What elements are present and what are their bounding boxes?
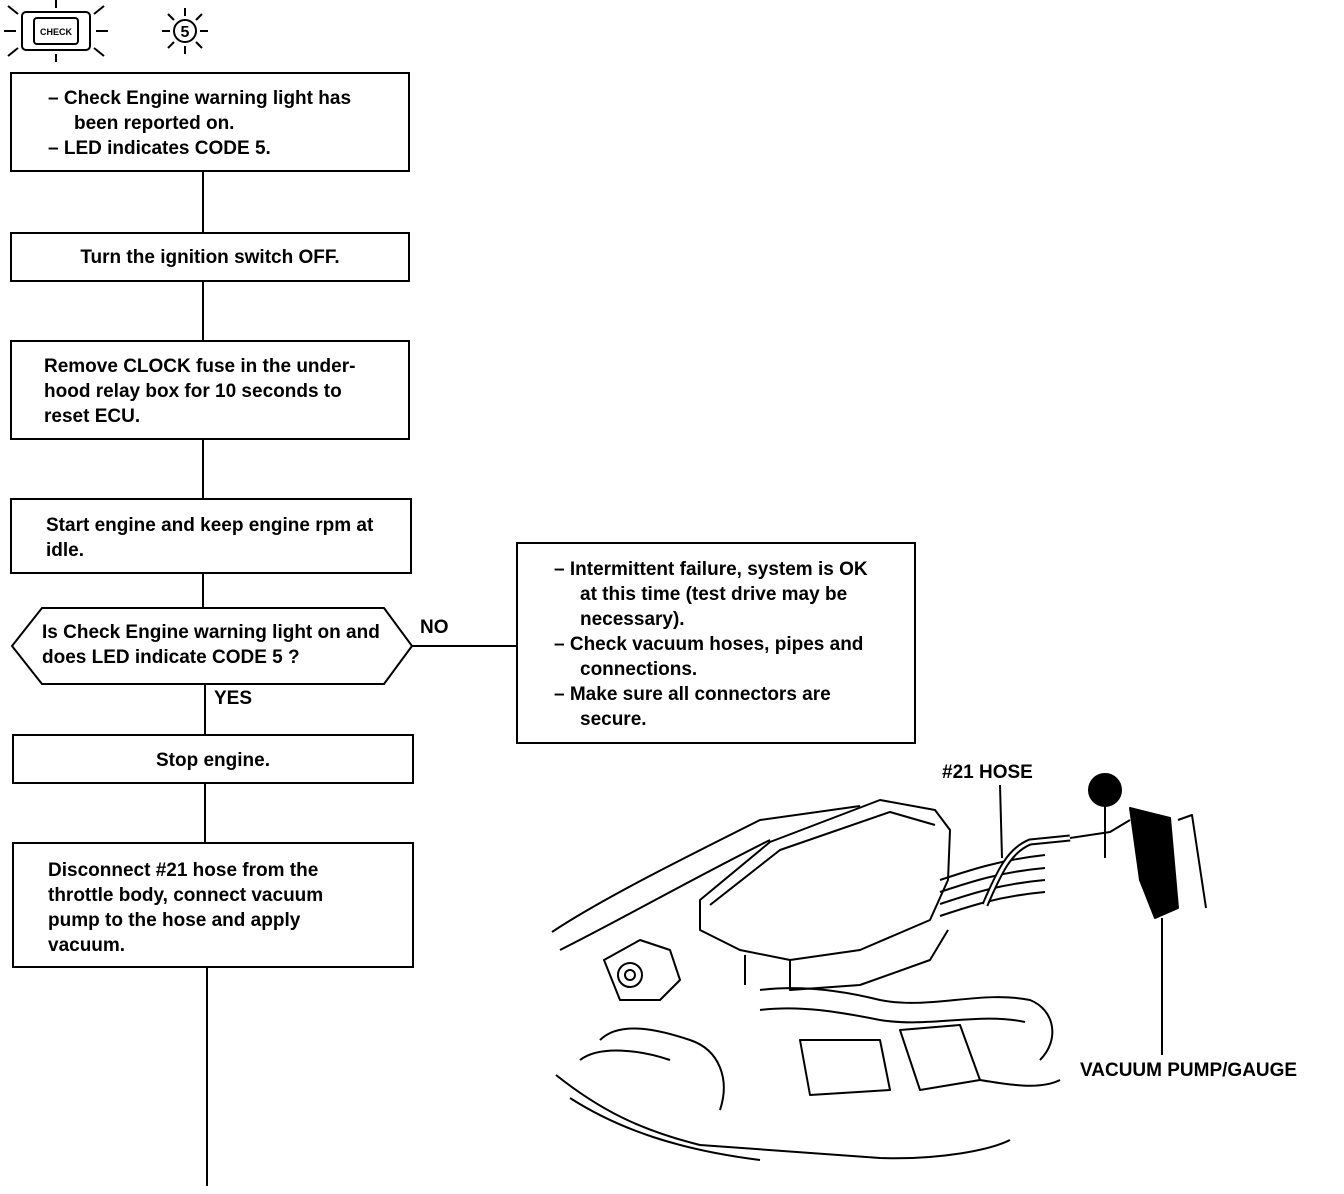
decision-text: Is Check Engine warning light on and doe… xyxy=(42,622,380,668)
no-result-line-1: – Intermittent failure, system is OK at … xyxy=(554,559,868,630)
pump-label: VACUUM PUMP/GAUGE xyxy=(1080,1060,1298,1081)
step2-box: Turn the ignition switch OFF. xyxy=(10,232,410,282)
step4-box: Start engine and keep engine rpm at idle… xyxy=(10,498,412,574)
no-label: NO xyxy=(420,617,449,638)
yes-label: YES xyxy=(214,688,253,709)
led-code-icon xyxy=(162,8,208,54)
hose-label: #21 HOSE xyxy=(942,762,1033,783)
engine-bay-illustration xyxy=(551,773,1207,1161)
no-result-box: – Intermittent failure, system is OK at … xyxy=(516,542,916,744)
step5-text: Stop engine. xyxy=(156,750,270,771)
step1-box: – Check Engine warning light has been re… xyxy=(10,72,410,172)
step2-text: Turn the ignition switch OFF. xyxy=(80,247,340,268)
step4-text: Start engine and keep engine rpm at idle… xyxy=(46,515,374,561)
check-icon-text: CHECK xyxy=(40,27,73,37)
step6-text: Disconnect #21 hose from the throttle bo… xyxy=(48,860,324,956)
decision-shape xyxy=(10,607,414,685)
led-code-number: 5 xyxy=(181,24,190,41)
step6-box: Disconnect #21 hose from the throttle bo… xyxy=(12,842,414,968)
check-engine-icon xyxy=(4,0,108,62)
step3-text: Remove CLOCK fuse in the under-hood rela… xyxy=(44,356,356,427)
step1-line-2: – LED indicates CODE 5. xyxy=(48,138,271,159)
no-result-line-3: – Make sure all connectors are secure. xyxy=(554,684,831,730)
step1-line-1: – Check Engine warning light has been re… xyxy=(48,88,352,134)
step5-box: Stop engine. xyxy=(12,734,414,784)
no-result-line-2: – Check vacuum hoses, pipes and connecti… xyxy=(554,634,864,680)
step3-box: Remove CLOCK fuse in the under-hood rela… xyxy=(10,340,410,440)
